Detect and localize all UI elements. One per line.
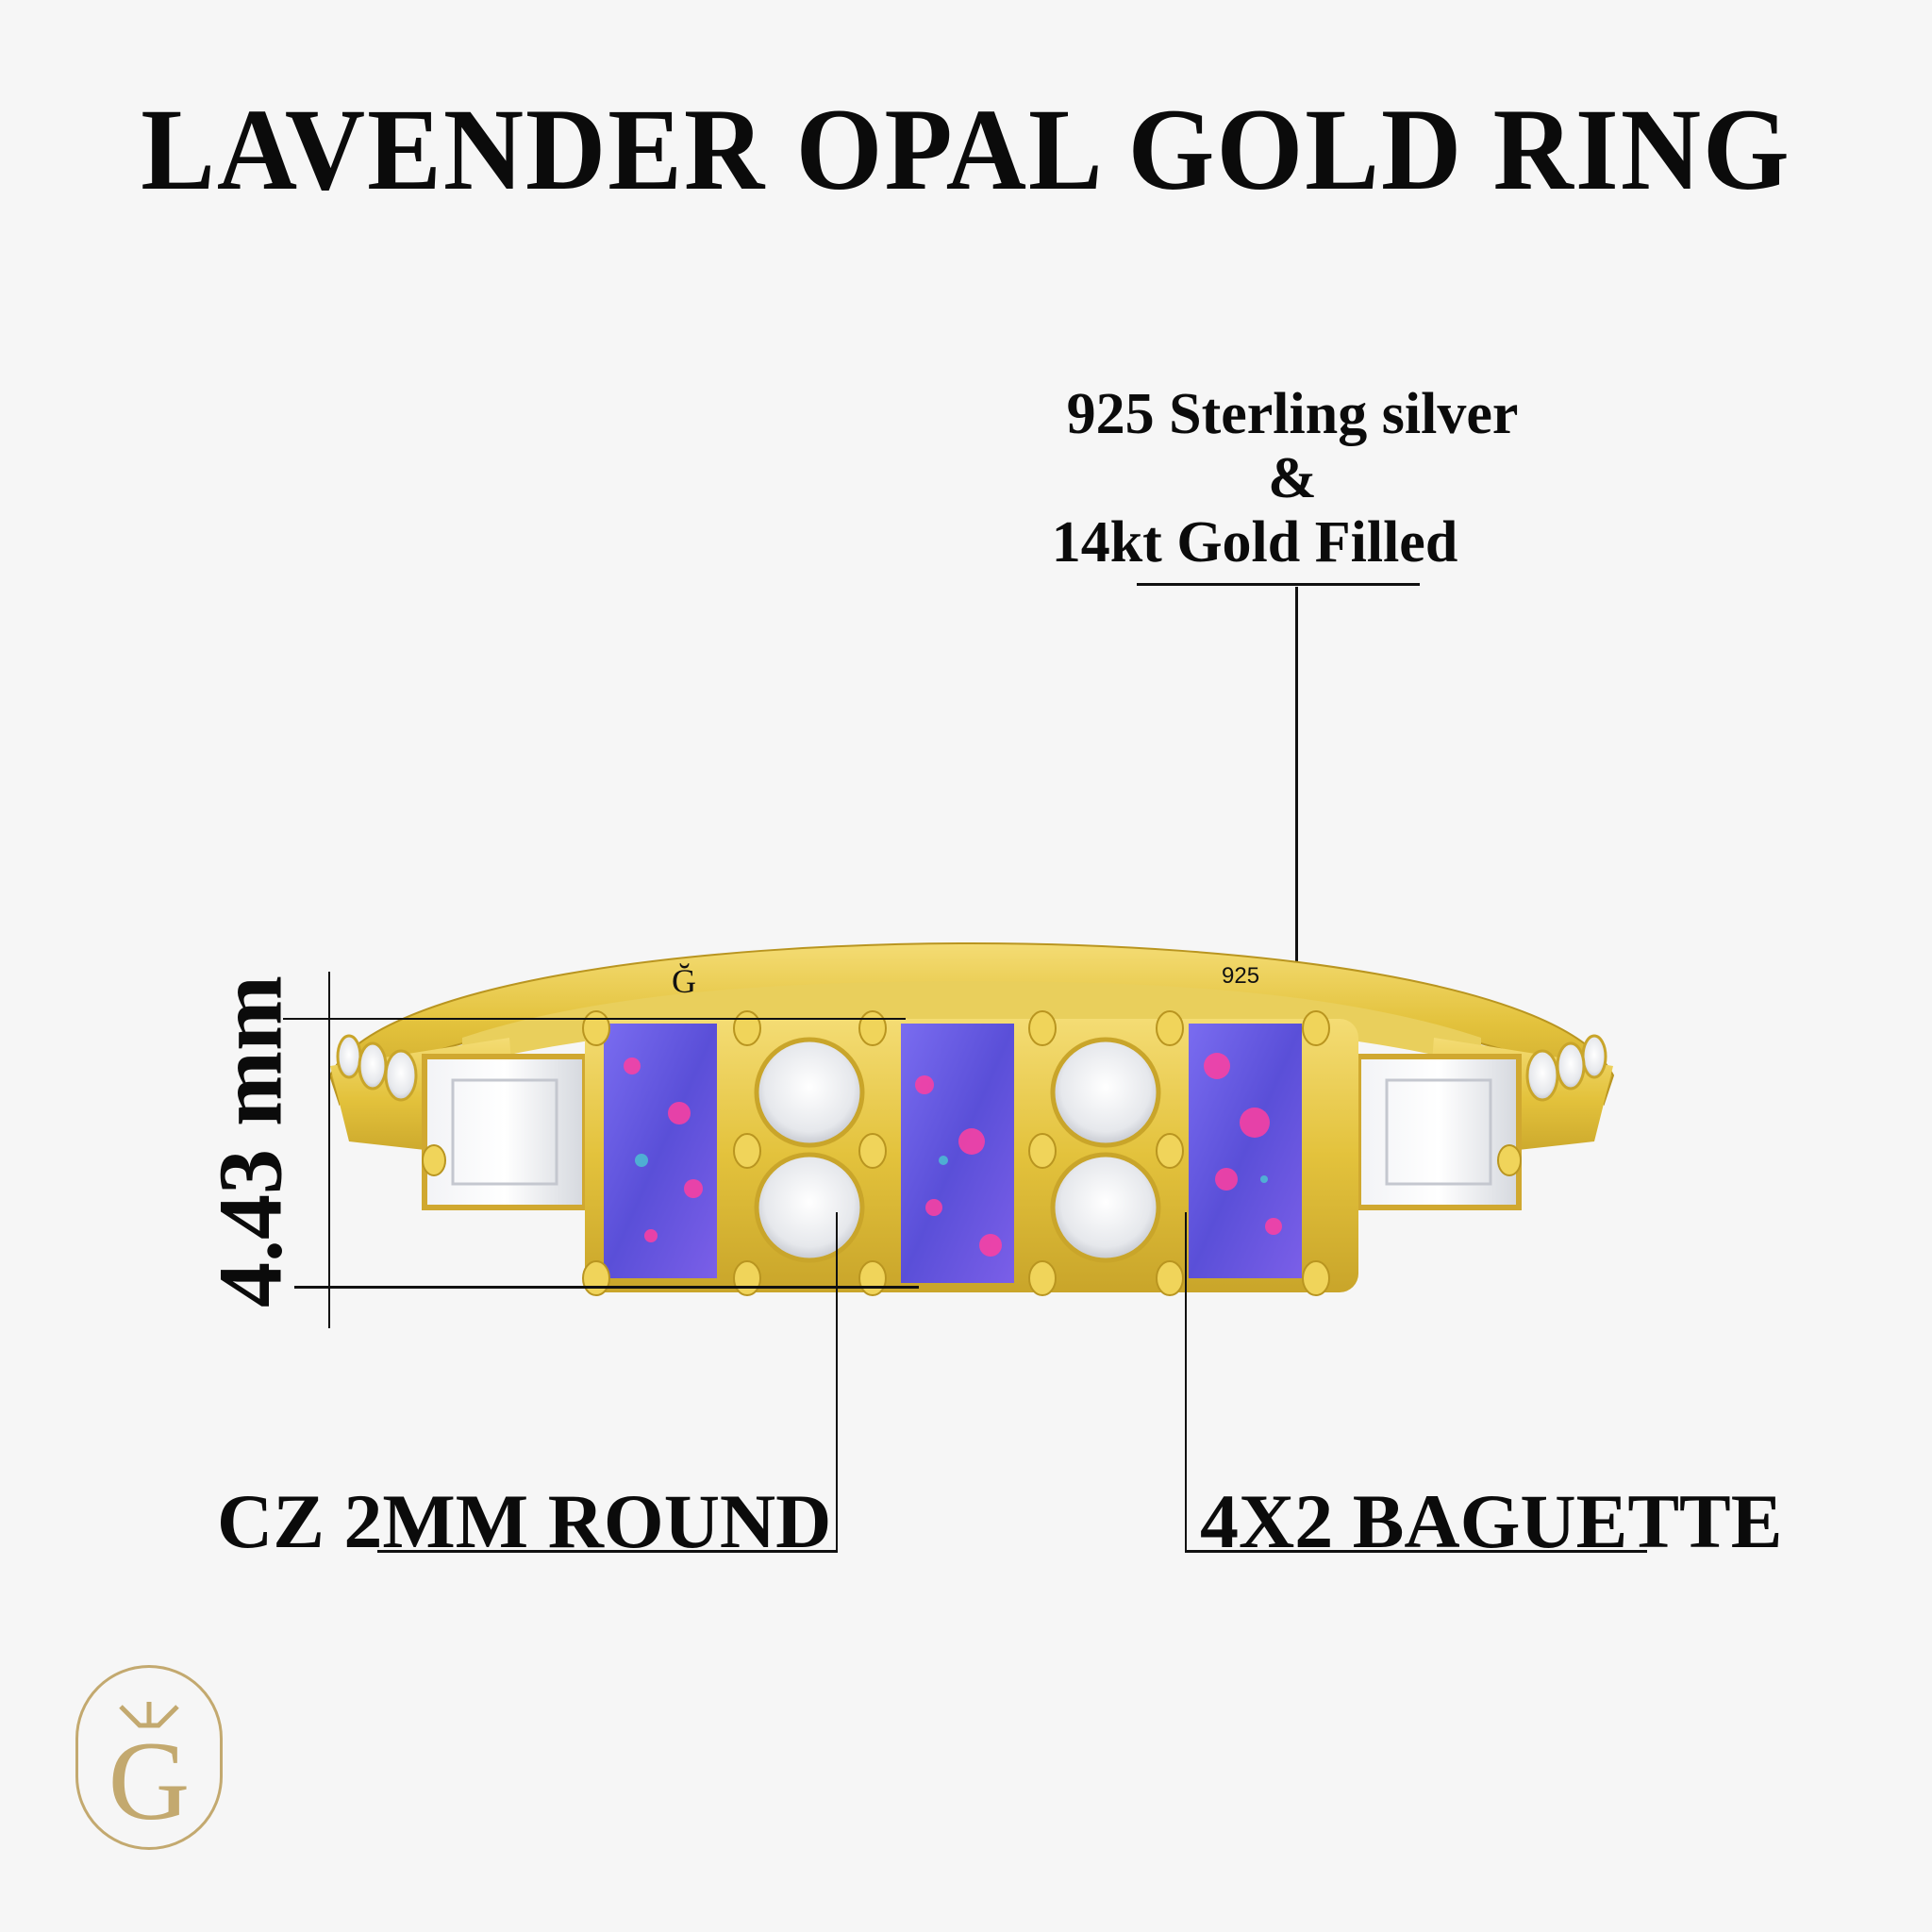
page-title: LAVENDER OPAL GOLD RING — [141, 84, 1791, 215]
material-underline — [1137, 583, 1420, 586]
crown-icon — [119, 1702, 179, 1728]
baguette-leader-line — [1185, 1212, 1187, 1552]
cz-leader-line — [836, 1212, 838, 1552]
dimension-top-line — [283, 1018, 906, 1020]
dimension-bottom-line — [294, 1286, 919, 1289]
material-line-2: & — [1268, 446, 1317, 510]
dimension-vertical-line — [328, 972, 330, 1328]
logo-letter: G — [108, 1718, 191, 1843]
material-line-3: 14kt Gold Filled — [1051, 510, 1458, 575]
cz-round-label: CZ 2MM ROUND — [217, 1478, 832, 1564]
material-leader-line — [1295, 587, 1298, 1023]
material-line-1: 925 Sterling silver — [1066, 382, 1519, 446]
baguette-label: 4X2 BAGUETTE — [1200, 1478, 1783, 1564]
height-dimension-label: 4.43 mm — [199, 975, 301, 1307]
opal-stones — [604, 1024, 1302, 1283]
round-cz-stones — [754, 1037, 1161, 1263]
material-callout: 925 Sterling silver & 14kt Gold Filled — [1000, 382, 1585, 575]
engraving-925: 925 — [1222, 963, 1259, 989]
engraving-logo: Ğ — [672, 962, 696, 1000]
cz-underline — [377, 1550, 838, 1553]
baguette-underline — [1185, 1550, 1647, 1553]
ring-illustration: Ğ 925 — [328, 941, 1615, 1296]
brand-logo: G — [75, 1665, 223, 1850]
